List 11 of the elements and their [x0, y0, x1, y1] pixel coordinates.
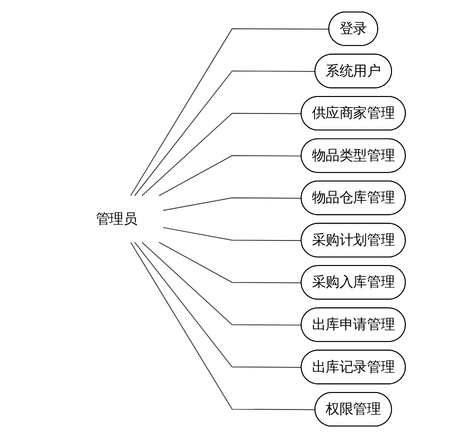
node-text: 管理员	[96, 210, 138, 227]
connector	[134, 70, 316, 196]
connector	[163, 227, 302, 241]
connector	[142, 242, 302, 326]
connector	[158, 155, 302, 196]
connector	[163, 197, 302, 211]
connector	[142, 112, 302, 196]
connector	[130, 242, 316, 410]
connector	[134, 242, 302, 368]
connector	[158, 242, 302, 284]
connector	[130, 28, 330, 196]
